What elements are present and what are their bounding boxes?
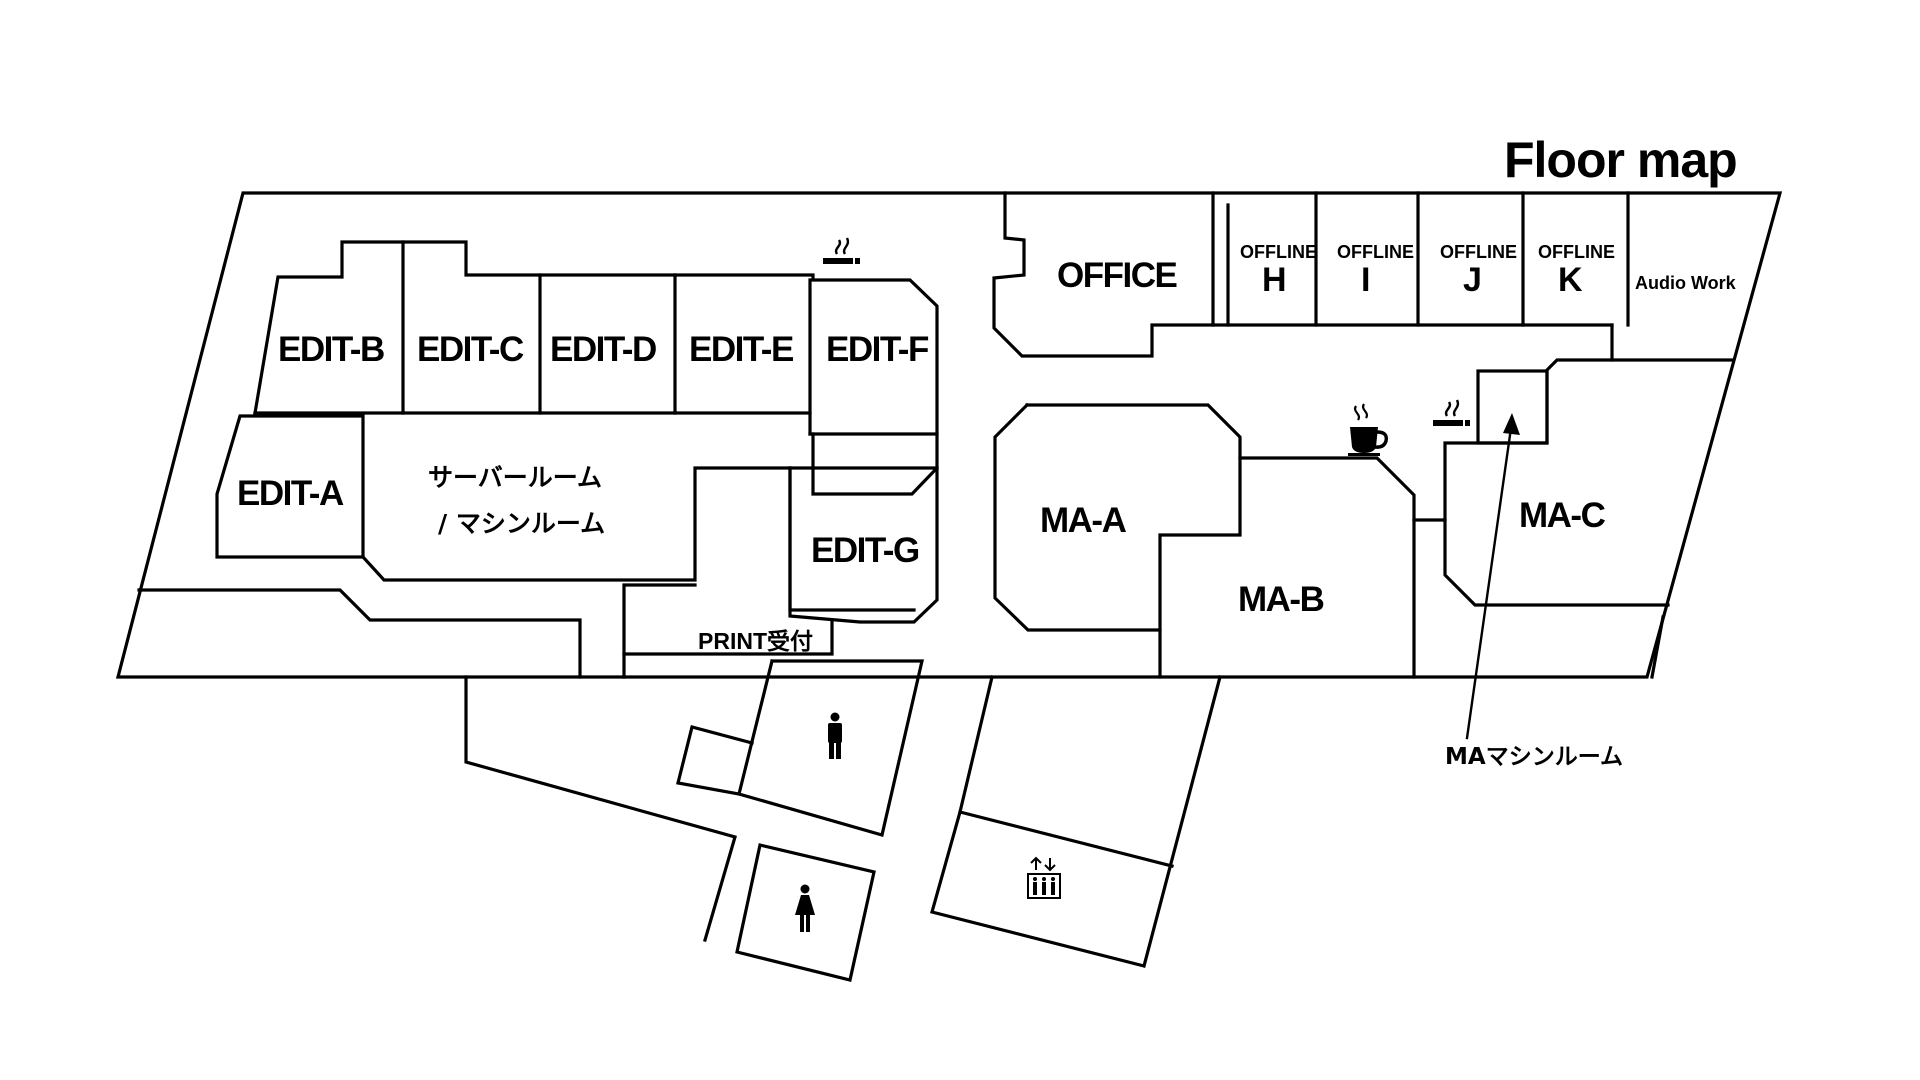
- room-label-ma-b: MA-B: [1238, 580, 1324, 619]
- room-label-edit-b: EDIT-B: [278, 330, 384, 369]
- room-label-edit-d: EDIT-D: [550, 330, 656, 369]
- room-label-offline-j: J: [1463, 261, 1482, 299]
- room-label-edit-g: EDIT-G: [811, 531, 919, 570]
- building-outline: [115, 191, 1783, 679]
- room-label-server-room: サーバールーム: [428, 463, 602, 492]
- room-label-offline-k: K: [1558, 261, 1583, 299]
- coffee-cup-icon: [1348, 403, 1388, 456]
- room-label-offline-i: I: [1361, 261, 1370, 299]
- room-label-audio-work: Audio Work: [1635, 273, 1737, 293]
- room-label-edit-e: EDIT-E: [689, 330, 793, 369]
- edit-a-wall: [215, 414, 365, 559]
- room-label-offline-i-word: OFFLINE: [1337, 242, 1414, 262]
- office-wall: [992, 191, 1614, 358]
- room-label-offline-h-word: OFFLINE: [1240, 242, 1317, 262]
- room-label-edit-c: EDIT-C: [417, 330, 524, 369]
- elevator-hall-divider: [958, 810, 1174, 868]
- elevator-icon: [1027, 856, 1061, 899]
- room-label-office: OFFICE: [1057, 256, 1176, 295]
- room-label-offline-j-word: OFFLINE: [1440, 242, 1517, 262]
- room-label-offline-h: H: [1262, 261, 1287, 299]
- restroom-side-room-wall: [676, 725, 754, 796]
- womens-restroom-wall: [735, 843, 876, 982]
- room-label-ma-a: MA-A: [1040, 501, 1127, 540]
- map-title: Floor map: [1504, 132, 1737, 188]
- room-label-ma-c: MA-C: [1519, 496, 1606, 535]
- room-label-offline-k-word: OFFLINE: [1538, 242, 1615, 262]
- pointer-arrowhead: [1503, 413, 1520, 435]
- edit-block-top-wall: [253, 240, 939, 496]
- room-label-print-reception: PRINT受付: [698, 628, 813, 654]
- room-label-edit-f: EDIT-F: [826, 330, 929, 369]
- ma-machine-room-wall: [1476, 369, 1549, 445]
- print-area-wall: [622, 583, 697, 679]
- smoking-icon: [1433, 399, 1470, 426]
- ma-c-wall: [1443, 358, 1735, 607]
- ma-a-wall: [993, 402, 1242, 632]
- south-west-annex-wall: [464, 675, 737, 942]
- floor-walls: [115, 191, 1783, 982]
- woman-icon: [795, 884, 815, 932]
- ma-b-wall: [1238, 456, 1416, 679]
- ma-machine-room-pointer: [1465, 426, 1513, 740]
- print-reception-wall: [622, 620, 834, 656]
- west-corridor-wall: [137, 588, 582, 679]
- elevator-hall-wall: [930, 675, 1222, 968]
- edit-g-wall: [788, 466, 939, 624]
- man-icon: [828, 712, 842, 759]
- room-label-ma-machine-room: MAマシンルーム: [1445, 744, 1623, 770]
- smoking-icon: [823, 237, 860, 264]
- room-label-machine-room: / マシンルーム: [438, 509, 605, 538]
- mens-restroom-wall: [737, 659, 925, 838]
- ma-c-lower-wall: [1650, 615, 1665, 679]
- room-label-edit-a: EDIT-A: [237, 474, 344, 513]
